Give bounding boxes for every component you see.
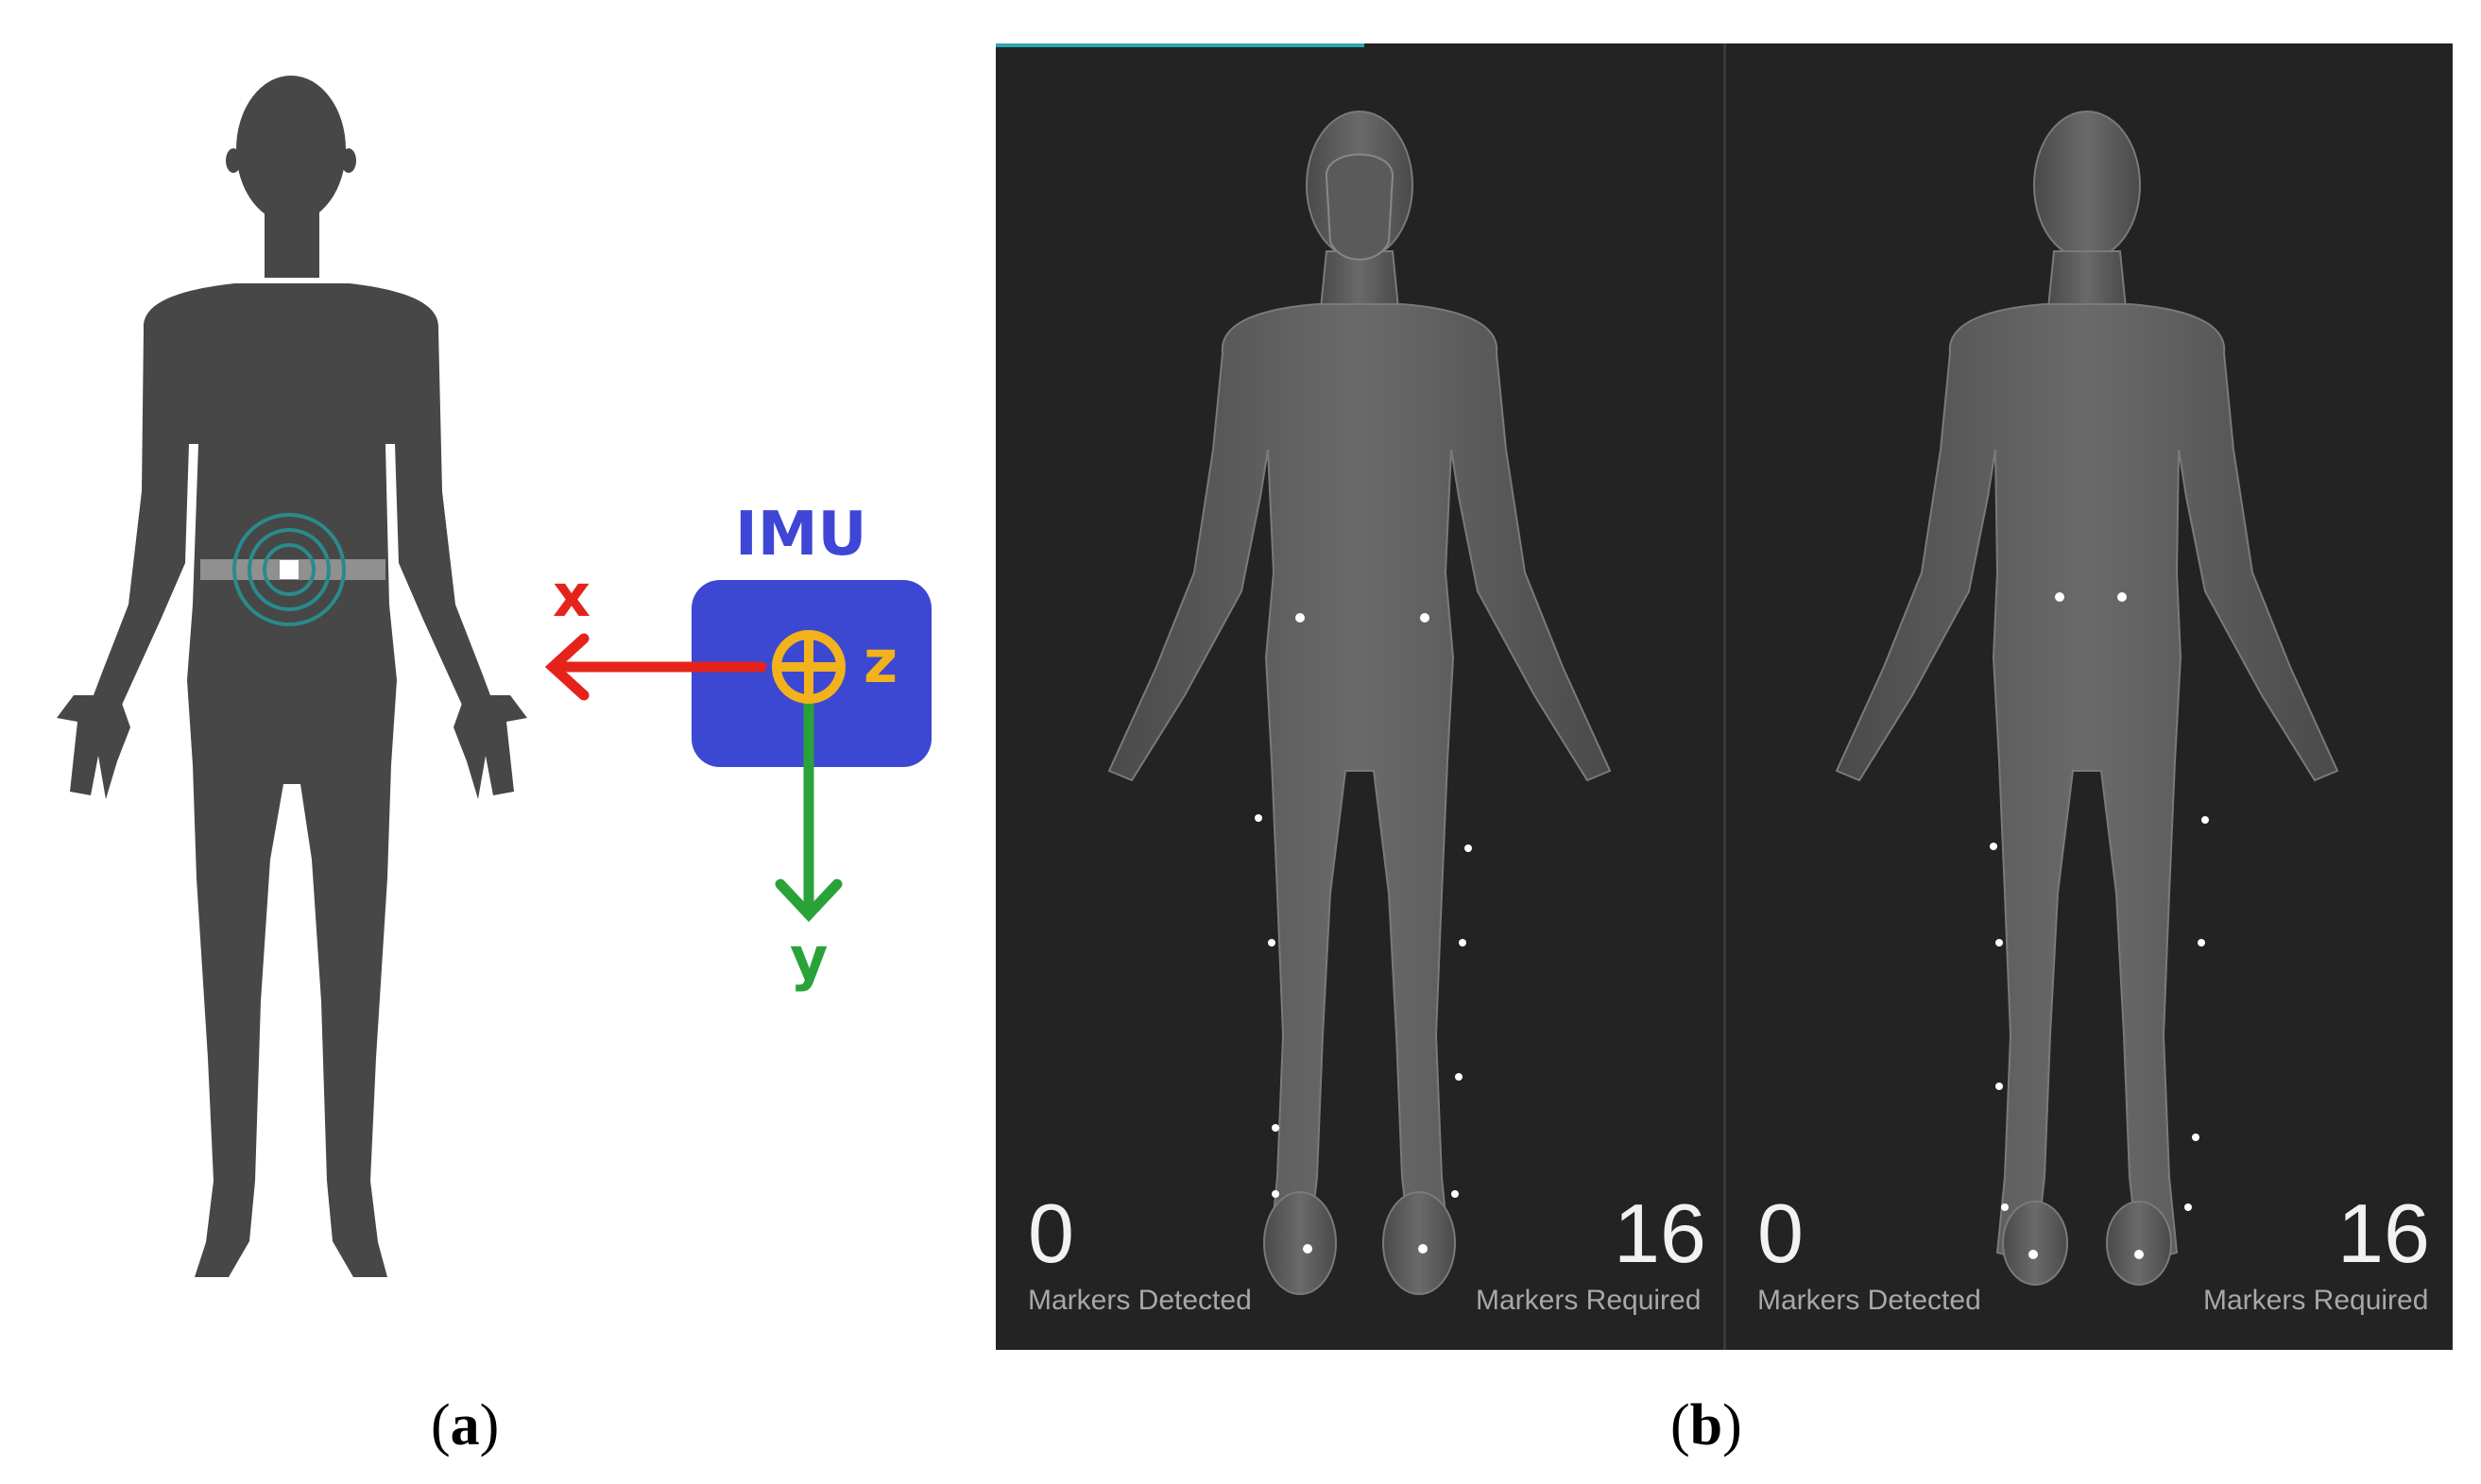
axis-x-label: x bbox=[553, 561, 590, 630]
caption-b-letter: b bbox=[1689, 1393, 1723, 1458]
accent-strip bbox=[996, 43, 1364, 47]
mannequin-back bbox=[1835, 111, 2339, 1286]
back-markers-detected-value: 0 bbox=[1757, 1186, 1804, 1280]
caption-b: (b) bbox=[1670, 1393, 1742, 1458]
sensor-rings bbox=[232, 513, 346, 626]
mannequin-front bbox=[1107, 111, 1612, 1295]
mannequin-face bbox=[1325, 153, 1394, 261]
sensor-center bbox=[280, 560, 299, 579]
caption-a: (a) bbox=[431, 1393, 500, 1458]
axis-z-label: z bbox=[864, 627, 898, 696]
z-axis-symbol bbox=[772, 630, 846, 704]
x-axis-arrow bbox=[544, 633, 767, 701]
panel-b-capture-view: 0 Markers Detected 16 Markers Required 0… bbox=[996, 43, 2453, 1350]
front-markers-detected-label: Markers Detected bbox=[1028, 1285, 1252, 1316]
front-markers-detected-value: 0 bbox=[1028, 1186, 1074, 1280]
back-markers-required-value: 16 bbox=[2337, 1186, 2430, 1280]
mannequin-views bbox=[1107, 111, 2339, 1295]
y-axis-arrow bbox=[775, 693, 843, 923]
back-markers-detected-label: Markers Detected bbox=[1757, 1285, 1981, 1316]
axis-y-label: y bbox=[790, 924, 829, 993]
markers-back bbox=[1990, 592, 2209, 1259]
human-silhouette bbox=[57, 76, 527, 1277]
markers-front bbox=[1255, 613, 1472, 1254]
caption-a-letter: a bbox=[450, 1393, 480, 1458]
imu-label: IMU bbox=[735, 500, 867, 570]
front-markers-required-label: Markers Required bbox=[1476, 1285, 1702, 1316]
front-markers-required-value: 16 bbox=[1614, 1186, 1706, 1280]
view-divider bbox=[1723, 43, 1726, 1350]
back-markers-required-label: Markers Required bbox=[2203, 1285, 2429, 1316]
